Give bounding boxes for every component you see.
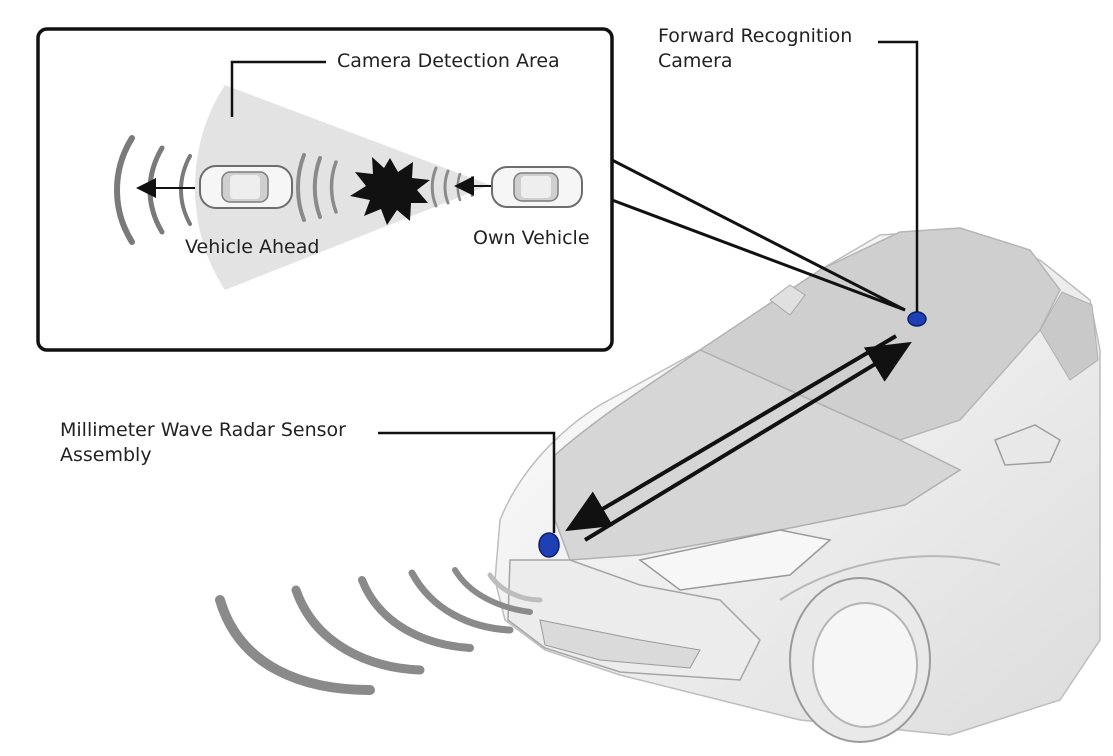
camera-detection-area-label: Camera Detection Area	[337, 50, 560, 72]
forward-camera-label-line2: Camera	[658, 50, 733, 72]
vehicle-ahead-car-icon	[199, 165, 293, 209]
detection-area-leader	[230, 60, 326, 117]
forward-camera-label-line1: Forward Recognition	[658, 25, 853, 47]
camera-sensor-icon	[907, 311, 927, 327]
leader-lines	[378, 40, 919, 533]
side-mirror	[994, 424, 1061, 466]
radar-sensor-label-line2: Assembly	[60, 444, 152, 466]
front-wheel	[789, 577, 931, 743]
car-illustration	[494, 227, 1101, 743]
radar-sensor-icon	[538, 532, 560, 558]
windshield	[698, 227, 1061, 441]
own-vehicle-car-icon	[491, 166, 583, 208]
own-vehicle-label: Own Vehicle	[473, 227, 590, 249]
vehicle-ahead-label: Vehicle Ahead	[185, 236, 320, 258]
detection-inset	[36, 27, 614, 352]
signal-arrows	[565, 334, 912, 542]
zoom-lines	[611, 158, 906, 312]
side-window	[1039, 291, 1099, 381]
collision-burst-icon	[350, 157, 430, 225]
radar-waves	[215, 567, 543, 695]
grille	[539, 619, 701, 669]
rear-mirror	[769, 284, 806, 316]
headlight	[638, 529, 832, 591]
detection-cone	[195, 85, 490, 290]
radar-sensor-label-line1: Millimeter Wave Radar Sensor	[60, 419, 346, 441]
